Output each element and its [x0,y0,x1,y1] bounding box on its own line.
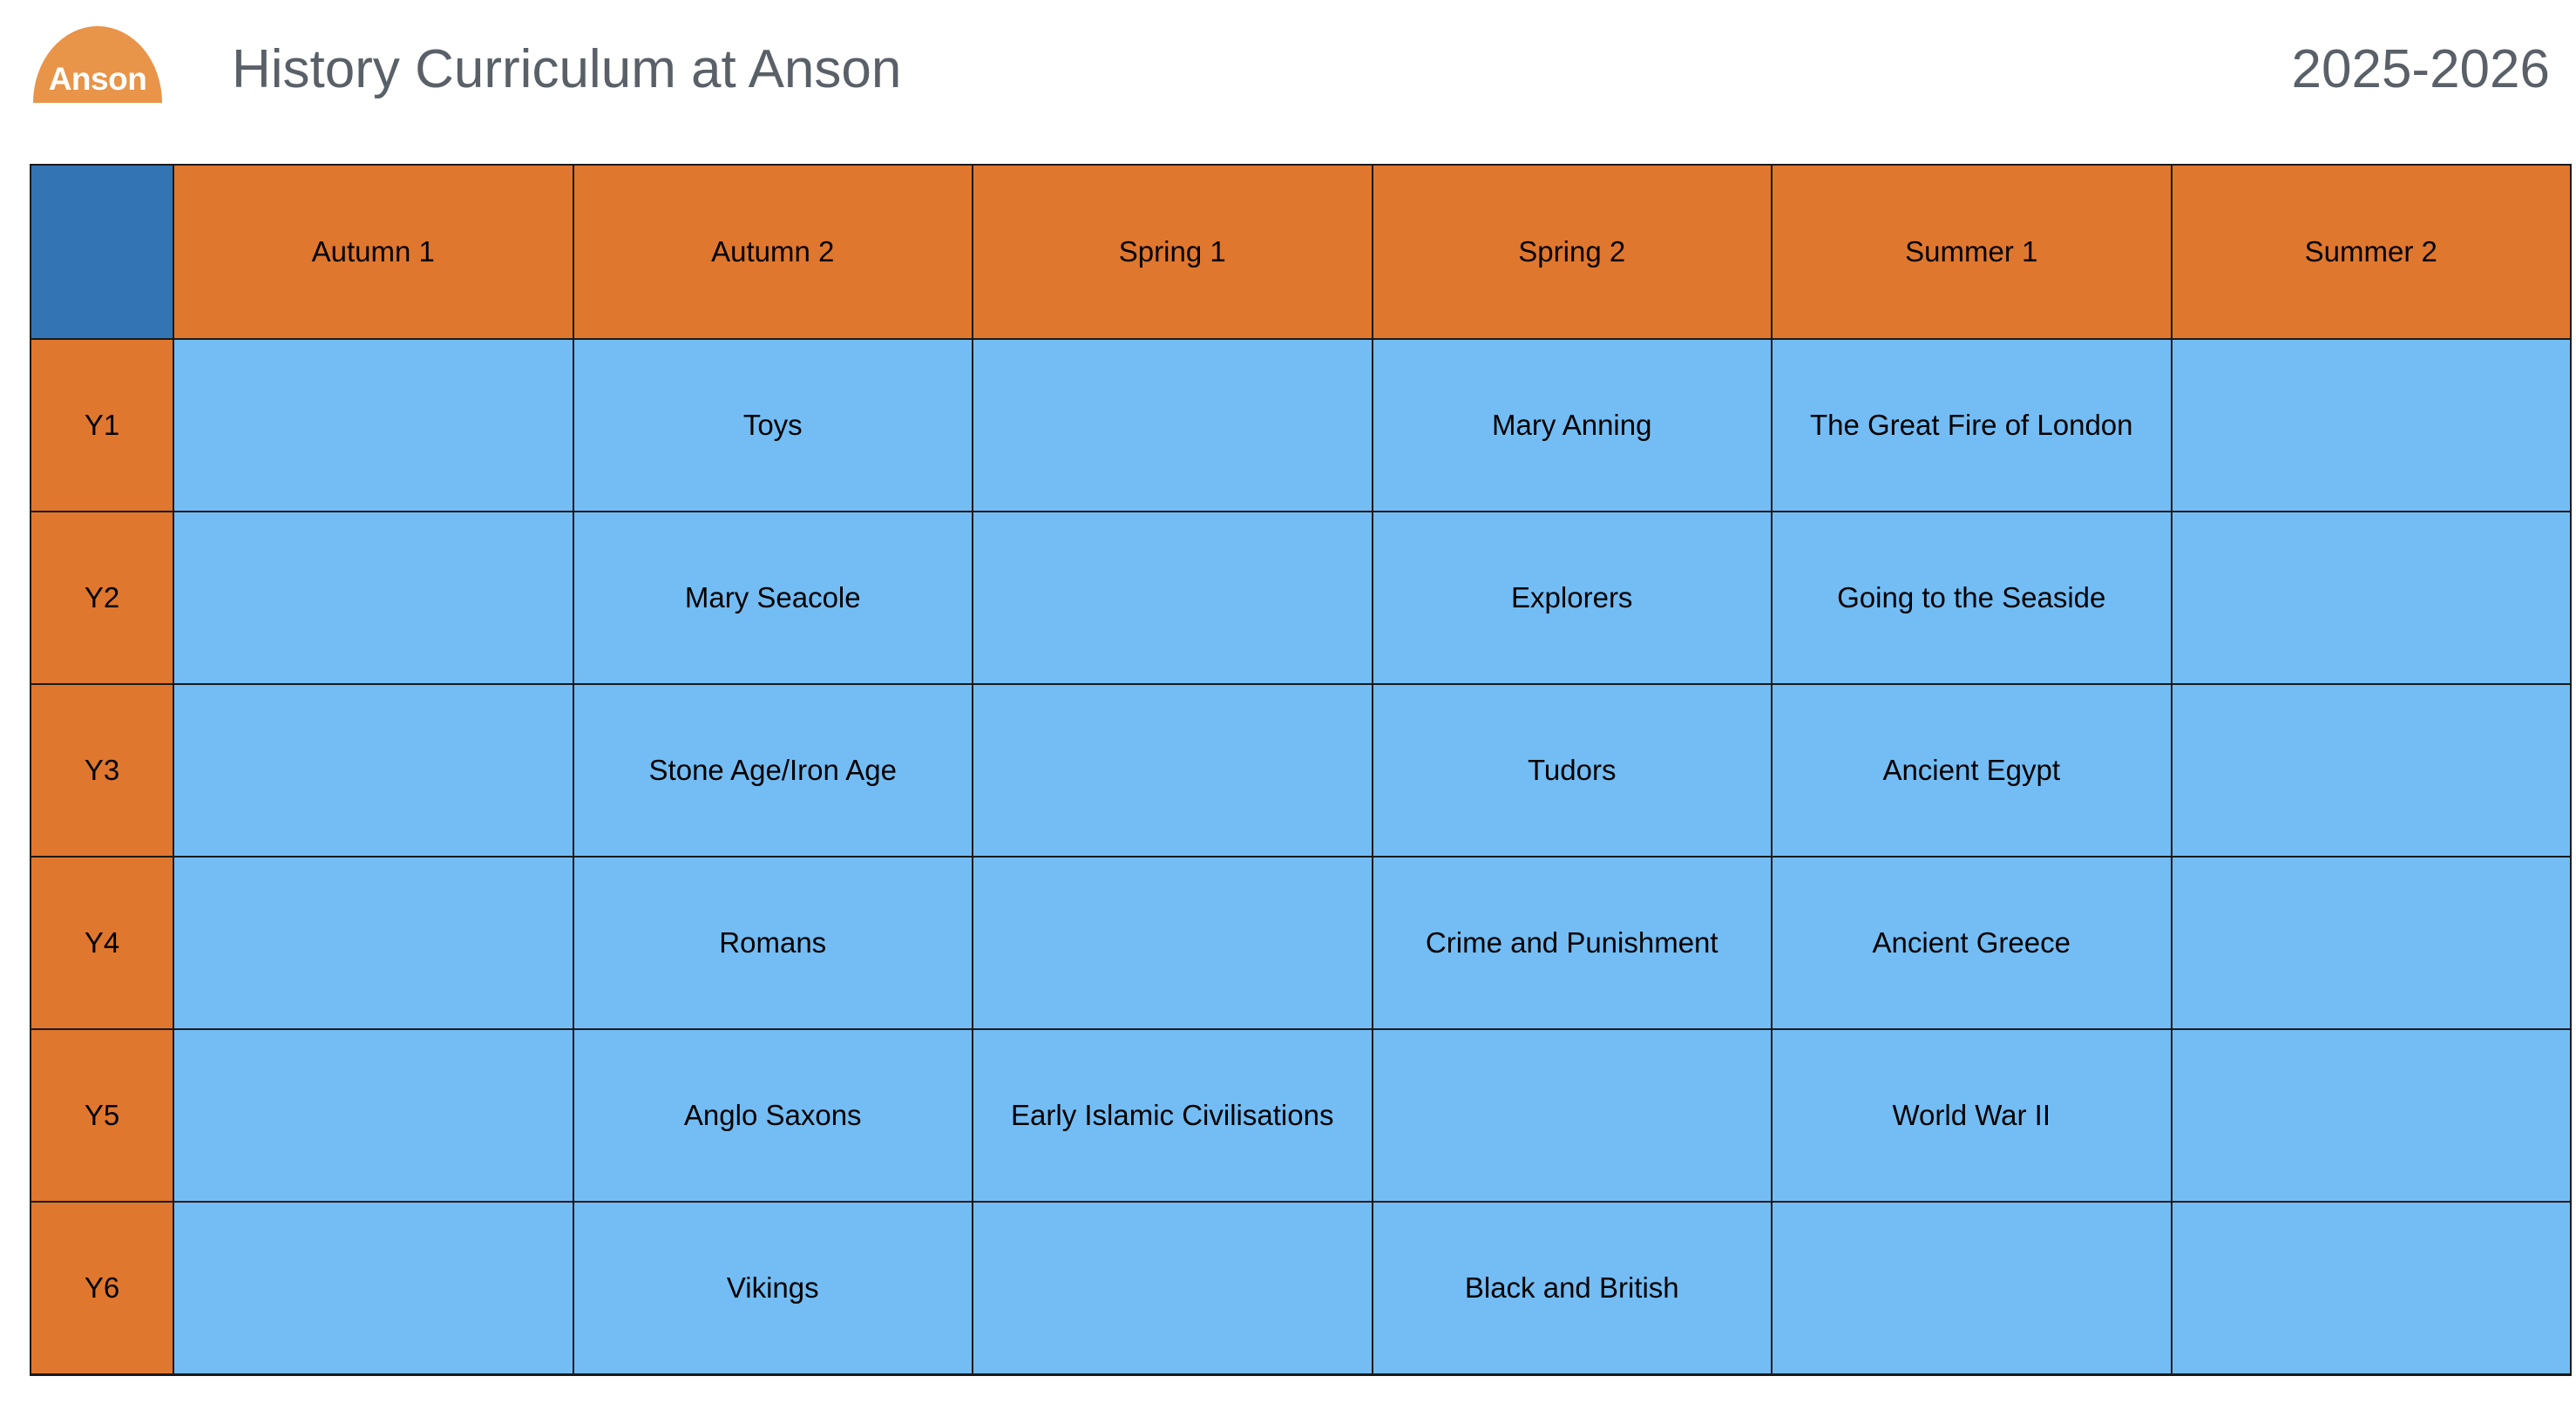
academic-year-label: 2025-2026 [2291,39,2551,99]
col-header-spring-2: Spring 2 [1371,164,1773,340]
cell-y6-spring-1 [972,1201,1373,1375]
row-header-y2: Y2 [30,511,174,685]
table-row-y3: Y3 Stone Age/Iron Age Tudors Ancient Egy… [30,683,2572,858]
cell-y3-summer-2 [2170,683,2572,858]
cell-y4-summer-2 [2170,856,2572,1030]
page-title: History Curriculum at Anson [232,39,902,99]
cell-y1-autumn-1 [173,338,574,512]
curriculum-table: Autumn 1 Autumn 2 Spring 1 Spring 2 Summ… [30,164,2572,1376]
cell-y6-summer-2 [2170,1201,2572,1375]
cell-y2-summer-2 [2170,511,2572,685]
cell-y5-autumn-1 [173,1028,574,1203]
col-header-summer-2: Summer 2 [2170,164,2572,340]
cell-y6-spring-2: Black and British [1371,1201,1773,1375]
row-header-y5: Y5 [30,1028,174,1203]
cell-y5-spring-2 [1371,1028,1773,1203]
anson-logo: Anson [33,26,162,103]
cell-y3-summer-1: Ancient Egypt [1771,683,2173,858]
cell-y4-spring-2: Crime and Punishment [1371,856,1773,1030]
cell-y3-spring-2: Tudors [1371,683,1773,858]
cell-y3-autumn-2: Stone Age/Iron Age [572,683,973,858]
table-row-y6: Y6 Vikings Black and British [30,1201,2572,1375]
cell-y1-autumn-2: Toys [572,338,973,512]
cell-y2-summer-1: Going to the Seaside [1771,511,2173,685]
cell-y6-autumn-2: Vikings [572,1201,973,1375]
row-header-y4: Y4 [30,856,174,1030]
cell-y1-spring-1 [972,338,1373,512]
cell-y2-autumn-2: Mary Seacole [572,511,973,685]
cell-y4-autumn-2: Romans [572,856,973,1030]
cell-y4-autumn-1 [173,856,574,1030]
col-header-summer-1: Summer 1 [1771,164,2173,340]
row-header-y3: Y3 [30,683,174,858]
cell-y2-spring-1 [972,511,1373,685]
top-bar: Anson History Curriculum at Anson 2025-2… [0,0,2576,164]
cell-y5-summer-2 [2170,1028,2572,1203]
table-row-y1: Y1 Toys Mary Anning The Great Fire of Lo… [30,338,2572,512]
row-header-y6: Y6 [30,1201,174,1375]
anson-logo-text: Anson [48,61,147,97]
cell-y2-spring-2: Explorers [1371,511,1773,685]
table-row-y5: Y5 Anglo Saxons Early Islamic Civilisati… [30,1028,2572,1203]
table-row-y4: Y4 Romans Crime and Punishment Ancient G… [30,856,2572,1030]
cell-y5-spring-1: Early Islamic Civilisations [972,1028,1373,1203]
cell-y1-spring-2: Mary Anning [1371,338,1773,512]
col-header-spring-1: Spring 1 [972,164,1373,340]
cell-y1-summer-2 [2170,338,2572,512]
table-row-y2: Y2 Mary Seacole Explorers Going to the S… [30,511,2572,685]
cell-y1-summer-1: The Great Fire of London [1771,338,2173,512]
cell-y4-spring-1 [972,856,1373,1030]
cell-y6-summer-1 [1771,1201,2173,1375]
header-row: Autumn 1 Autumn 2 Spring 1 Spring 2 Summ… [30,164,2572,340]
cell-y5-autumn-2: Anglo Saxons [572,1028,973,1203]
cell-y3-spring-1 [972,683,1373,858]
col-header-autumn-2: Autumn 2 [572,164,973,340]
cell-y3-autumn-1 [173,683,574,858]
col-header-autumn-1: Autumn 1 [173,164,574,340]
corner-cell [30,164,174,340]
row-header-y1: Y1 [30,338,174,512]
cell-y2-autumn-1 [173,511,574,685]
cell-y4-summer-1: Ancient Greece [1771,856,2173,1030]
cell-y5-summer-1: World War II [1771,1028,2173,1203]
cell-y6-autumn-1 [173,1201,574,1375]
